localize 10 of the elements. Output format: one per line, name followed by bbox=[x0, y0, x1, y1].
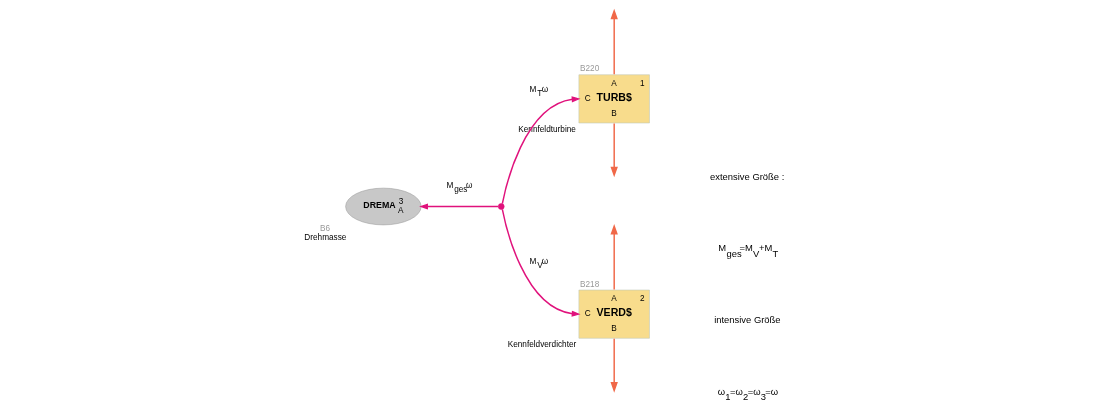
node-circle bbox=[497, 203, 504, 210]
arrow bbox=[610, 338, 618, 393]
arrow bbox=[610, 8, 618, 75]
arrow bbox=[501, 208, 581, 317]
arrow bbox=[610, 122, 618, 178]
label: extensive Größe : bbox=[709, 170, 784, 182]
label: intensive Größe bbox=[713, 314, 781, 326]
arrow bbox=[610, 223, 618, 291]
arrow bbox=[501, 96, 581, 205]
arrow bbox=[418, 203, 499, 210]
